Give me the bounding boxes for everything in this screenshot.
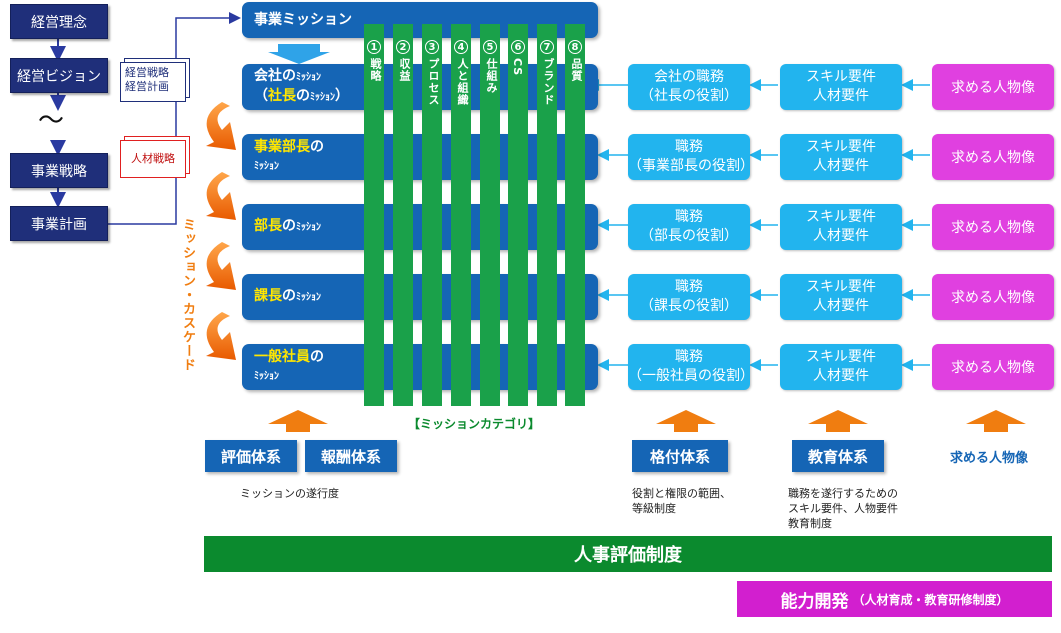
category-column-3 — [422, 24, 442, 406]
plan-to-mission-line — [108, 12, 241, 225]
duty-box-president: 会社の職務（社長の役割） — [628, 64, 750, 110]
keikaku-box: 事業計画 — [10, 206, 108, 241]
category-label: 品質 — [570, 58, 583, 82]
education-note: 職務を遂行するための スキル要件、人物要件 教育制度 — [788, 487, 898, 530]
category-column-7 — [537, 24, 557, 406]
category-label: 収益 — [398, 58, 411, 82]
category-number: 2 — [396, 40, 410, 54]
duty-box-employee: 職務（一般社員の役割） — [628, 344, 754, 390]
wave-icon: 〜 — [38, 106, 65, 136]
rinen-box: 経営理念 — [10, 4, 108, 39]
persona-box: 求める人物像 — [932, 344, 1054, 390]
category-number: 7 — [540, 40, 554, 54]
category-column-8 — [565, 24, 585, 406]
business-mission-label: 事業ミッション — [254, 11, 352, 28]
skill-box: スキル要件人材要件 — [780, 274, 902, 320]
plan-doc: 経営戦略 経営計画 — [120, 62, 186, 102]
up-arrows — [268, 410, 1026, 432]
category-number: 6 — [511, 40, 525, 54]
duty-box-division-head: 職務（事業部長の役割） — [628, 134, 754, 180]
category-column-4 — [451, 24, 471, 406]
category-column-1 — [364, 24, 384, 406]
evaluation-system-box: 評価体系 — [205, 440, 297, 472]
category-column-6 — [508, 24, 528, 406]
hr-evaluation-system-bar: 人事評価制度 — [204, 536, 1052, 572]
vision-box: 経営ビジョン — [10, 58, 108, 93]
evaluation-note: ミッションの遂行度 — [240, 487, 339, 500]
category-label: プロセス — [427, 58, 440, 106]
persona-box: 求める人物像 — [932, 204, 1054, 250]
category-column-5 — [480, 24, 500, 406]
ability-development-bar: 能力開発 （人材育成・教育研修制度） — [737, 581, 1052, 617]
category-label: ブランド — [542, 58, 555, 106]
category-number: 3 — [425, 40, 439, 54]
grading-note: 役割と権限の範囲、 等級制度 — [632, 487, 731, 515]
category-number: 8 — [568, 40, 582, 54]
duty-box-section-chief: 職務（課長の役割） — [628, 274, 750, 320]
senryaku-box: 事業戦略 — [10, 153, 108, 188]
persona-box: 求める人物像 — [932, 274, 1054, 320]
persona-box: 求める人物像 — [932, 134, 1054, 180]
skill-box: スキル要件人材要件 — [780, 344, 902, 390]
hr-strategy-doc: 人材戦略 — [120, 140, 186, 178]
category-label: CS — [511, 58, 524, 77]
skill-box: スキル要件人材要件 — [780, 204, 902, 250]
category-label: 人と組織 — [456, 58, 469, 106]
category-caption: 【ミッションカテゴリ】 — [408, 417, 541, 431]
keikaku-label: 事業計画 — [31, 216, 87, 233]
category-number: 1 — [367, 40, 381, 54]
skill-box: スキル要件人材要件 — [780, 134, 902, 180]
skill-box: スキル要件人材要件 — [780, 64, 902, 110]
cascade-label: ミッション・カスケード — [180, 218, 195, 372]
persona-system-label: 求める人物像 — [950, 451, 1029, 466]
down-arrow — [268, 44, 330, 64]
cascade-arrows — [206, 102, 236, 360]
category-number: 5 — [483, 40, 497, 54]
compensation-system-box: 報酬体系 — [305, 440, 397, 472]
persona-box: 求める人物像 — [932, 64, 1054, 110]
education-system-box: 教育体系 — [792, 440, 884, 472]
category-label: 仕組み — [485, 58, 498, 94]
vision-label: 経営ビジョン — [17, 68, 101, 85]
duty-box-manager: 職務（部長の役割） — [628, 204, 750, 250]
category-label: 戦略 — [369, 58, 382, 82]
category-column-2 — [393, 24, 413, 406]
rinen-label: 経営理念 — [31, 14, 87, 31]
category-number: 4 — [454, 40, 468, 54]
grading-system-box: 格付体系 — [632, 440, 728, 472]
senryaku-label: 事業戦略 — [31, 163, 87, 180]
